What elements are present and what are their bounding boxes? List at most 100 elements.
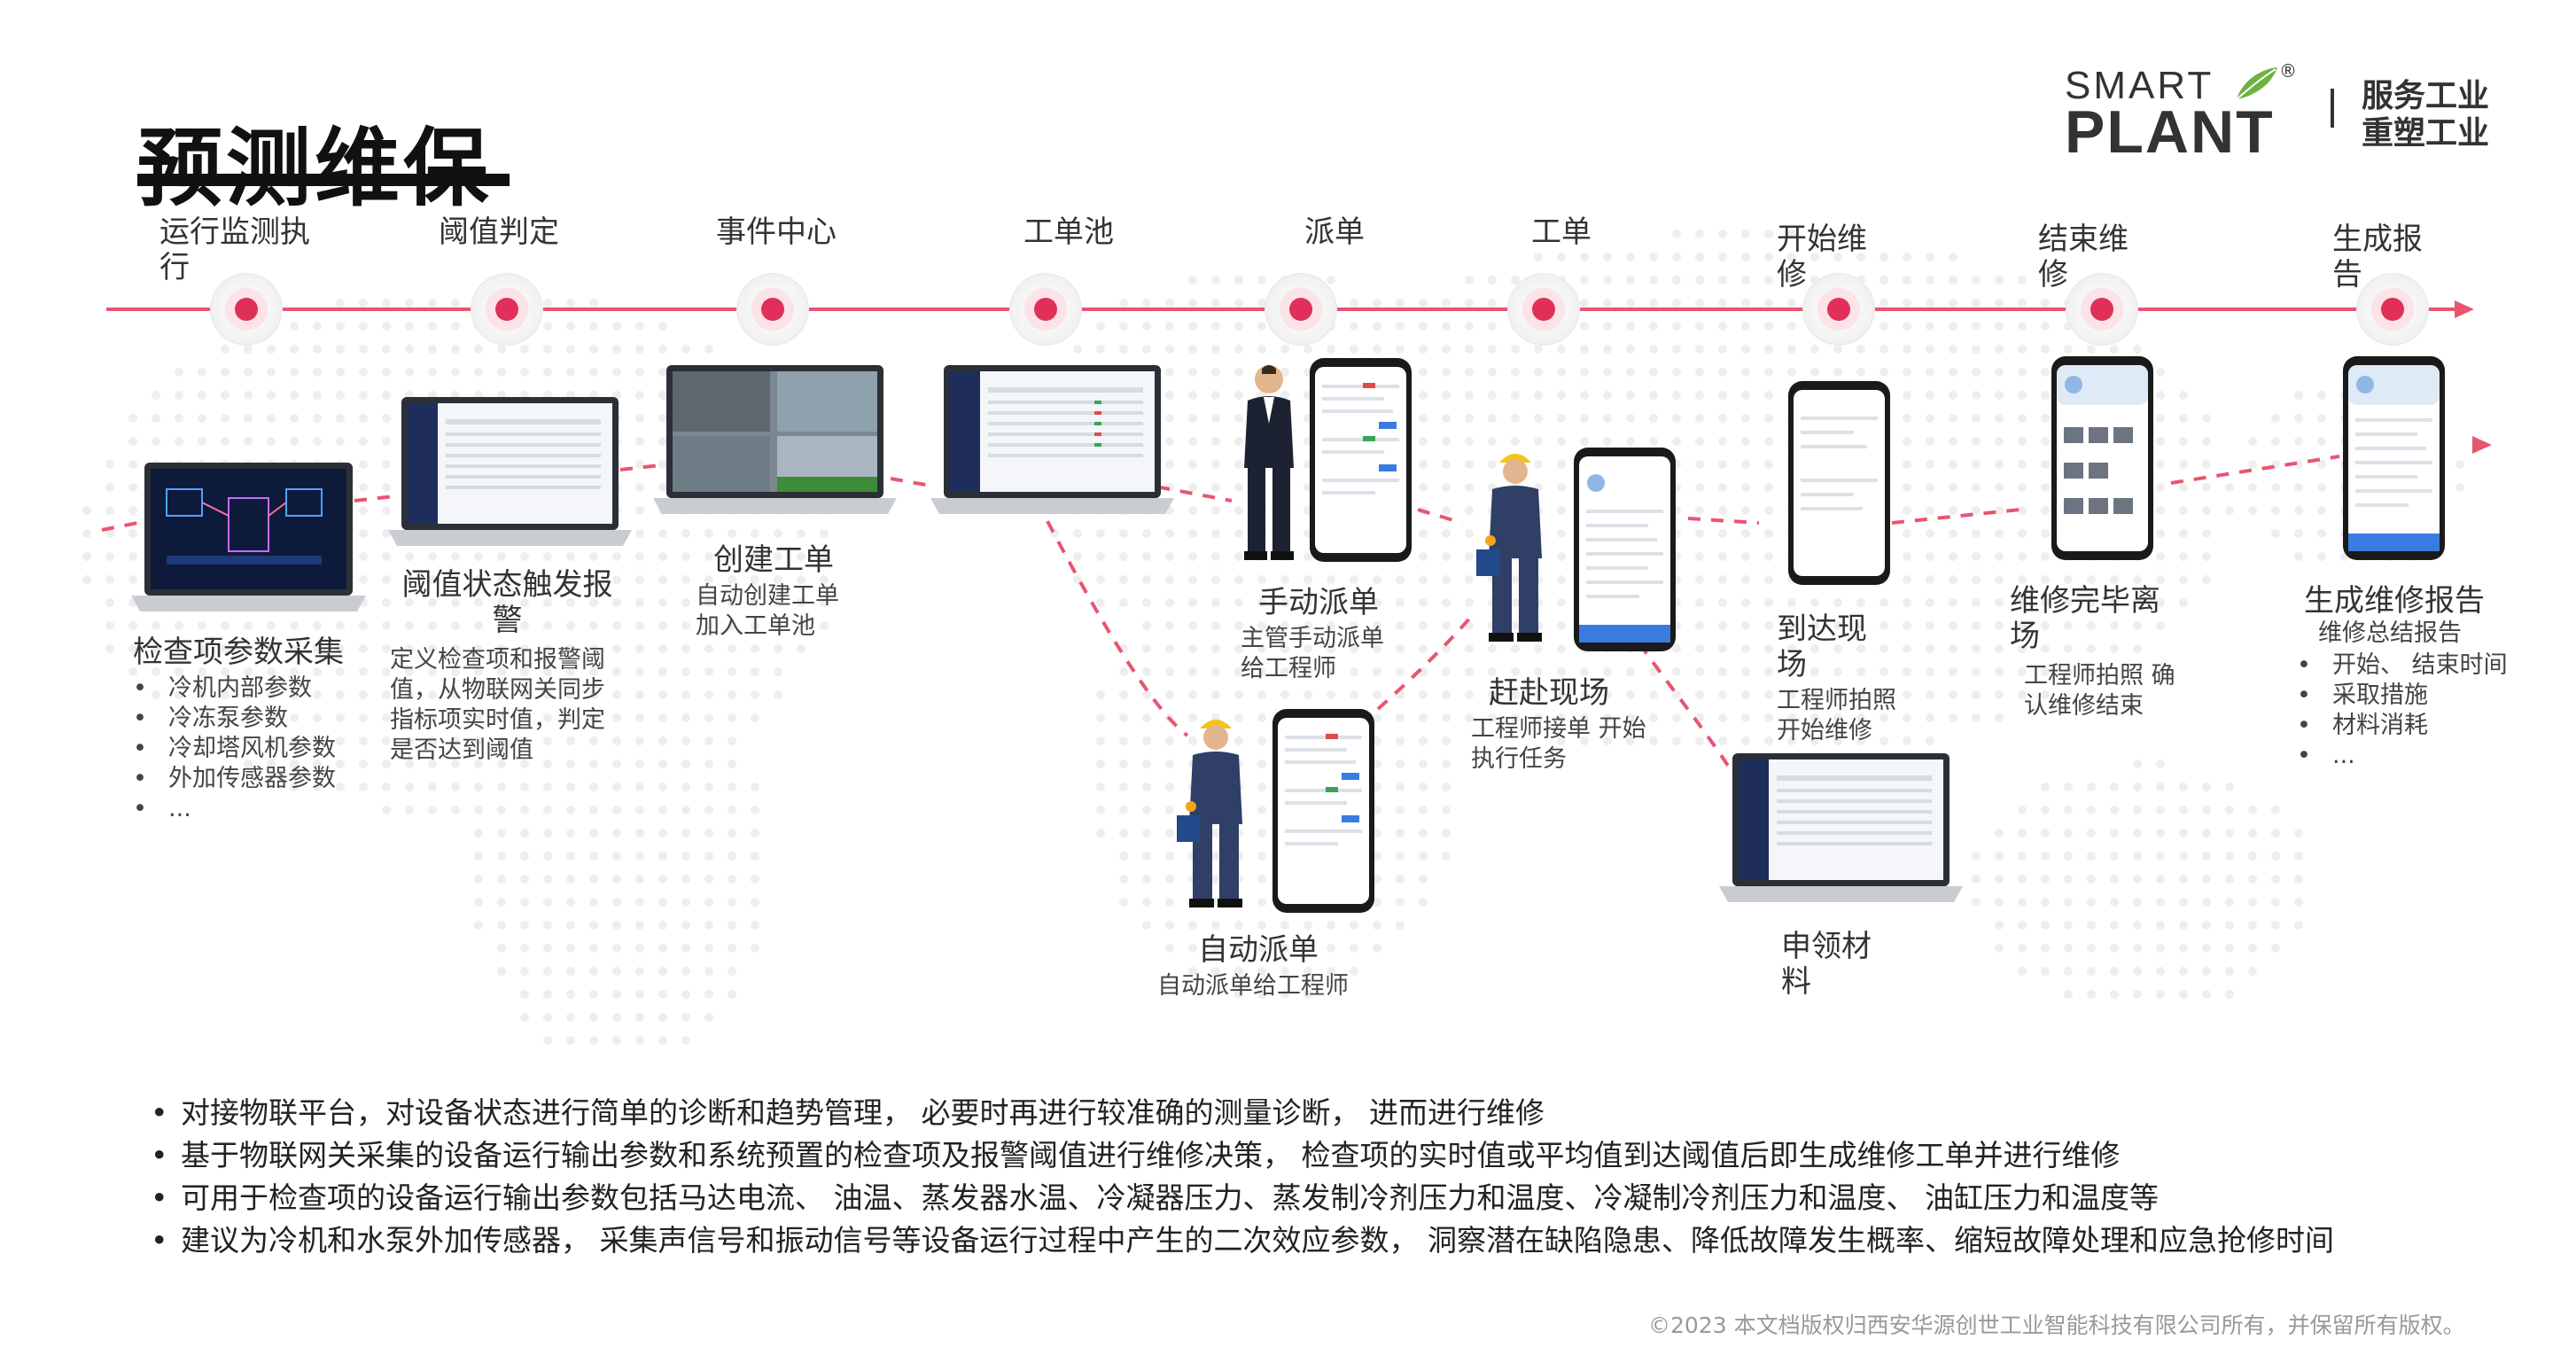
map-dot: [2018, 690, 2027, 699]
map-dot: [543, 667, 552, 676]
map-dot: [175, 690, 183, 699]
map-dot: [2202, 437, 2211, 446]
map-dot: [1949, 552, 1957, 561]
map-dot: [1810, 345, 1819, 354]
map-dot: [751, 552, 759, 561]
map-dot: [1741, 483, 1750, 492]
map-dot: [1741, 506, 1750, 515]
map-dot: [128, 552, 137, 561]
map-dot: [1373, 736, 1381, 745]
map-dot: [2018, 299, 2027, 308]
map-dot: [520, 806, 529, 814]
map-dot: [1626, 736, 1635, 745]
map-dot: [658, 713, 667, 722]
map-dot: [359, 391, 368, 400]
step-manual-dispatch-title: 手动派单: [1258, 585, 1379, 620]
map-dot: [105, 529, 114, 538]
map-dot: [612, 368, 621, 377]
map-dot: [1764, 437, 1773, 446]
map-dot: [359, 667, 368, 676]
map-dot: [589, 921, 598, 930]
map-dot: [1995, 437, 2004, 446]
map-dot: [1810, 253, 1819, 261]
map-dot: [520, 736, 529, 745]
map-dot: [2133, 852, 2142, 861]
map-dot: [267, 368, 276, 377]
map-dot: [1211, 690, 1220, 699]
map-dot: [2110, 921, 2119, 930]
map-dot: [1972, 437, 1981, 446]
map-dot: [1879, 253, 1888, 261]
map-dot: [1995, 276, 2004, 284]
map-dot: [2133, 644, 2142, 653]
map-dot: [2110, 644, 2119, 653]
map-dot: [2248, 437, 2257, 446]
map-dot: [543, 552, 552, 561]
map-dot: [520, 368, 529, 377]
map-dot: [1764, 253, 1773, 261]
registered-mark: ®: [2279, 60, 2297, 82]
map-dot: [704, 1013, 713, 1022]
map-dot: [2087, 621, 2096, 630]
map-dot: [1695, 230, 1704, 238]
timeline-node-dot: [761, 298, 784, 321]
map-dot: [2202, 967, 2211, 976]
map-dot: [1234, 598, 1243, 607]
map-dot: [128, 437, 137, 446]
map-dot: [2225, 944, 2234, 953]
map-dot: [1903, 483, 1911, 492]
map-dot: [2156, 483, 2165, 492]
map-dot: [428, 667, 437, 676]
map-dot: [1373, 921, 1381, 930]
map-dot: [336, 345, 345, 354]
map-dot: [704, 552, 713, 561]
map-dot: [1234, 322, 1243, 331]
map-dot: [1903, 667, 1911, 676]
stage-label-threshold: 阈值判定: [439, 214, 559, 250]
map-dot: [198, 414, 206, 423]
map-dot: [405, 575, 414, 584]
map-dot: [1073, 529, 1082, 538]
map-dot: [1165, 345, 1174, 354]
map-dot: [774, 552, 782, 561]
map-dot: [612, 667, 621, 676]
map-dot: [1119, 898, 1128, 907]
map-dot: [1764, 230, 1773, 238]
map-dot: [2156, 391, 2165, 400]
map-dot: [2294, 552, 2303, 561]
map-dot: [474, 345, 483, 354]
map-dot: [520, 1013, 529, 1022]
map-dot: [2018, 552, 2027, 561]
map-dot: [658, 783, 667, 791]
map-dot: [543, 713, 552, 722]
map-dot: [1764, 552, 1773, 561]
map-dot: [2225, 990, 2234, 999]
map-dot: [704, 598, 713, 607]
map-dot: [1926, 621, 1934, 630]
map-dot: [2041, 368, 2050, 377]
map-dot: [566, 322, 575, 331]
map-dot: [2202, 506, 2211, 515]
map-dot: [543, 598, 552, 607]
map-dot: [474, 667, 483, 676]
map-dot: [658, 1036, 667, 1045]
map-dot: [405, 690, 414, 699]
map-dot: [451, 690, 460, 699]
map-dot: [2018, 967, 2027, 976]
map-dot: [336, 621, 345, 630]
map-dot: [728, 598, 736, 607]
map-dot: [566, 990, 575, 999]
map-dot: [2064, 829, 2073, 837]
map-dot: [1995, 483, 2004, 492]
map-dot: [1603, 736, 1612, 745]
map-dot: [1419, 621, 1428, 630]
map-dot: [2133, 875, 2142, 884]
map-dot: [1626, 368, 1635, 377]
map-dot: [244, 667, 253, 676]
map-dot: [1972, 391, 1981, 400]
map-dot: [2179, 990, 2188, 999]
map-dot: [1488, 414, 1497, 423]
map-dot: [566, 690, 575, 699]
map-dot: [1442, 759, 1451, 768]
map-dot: [1926, 575, 1934, 584]
